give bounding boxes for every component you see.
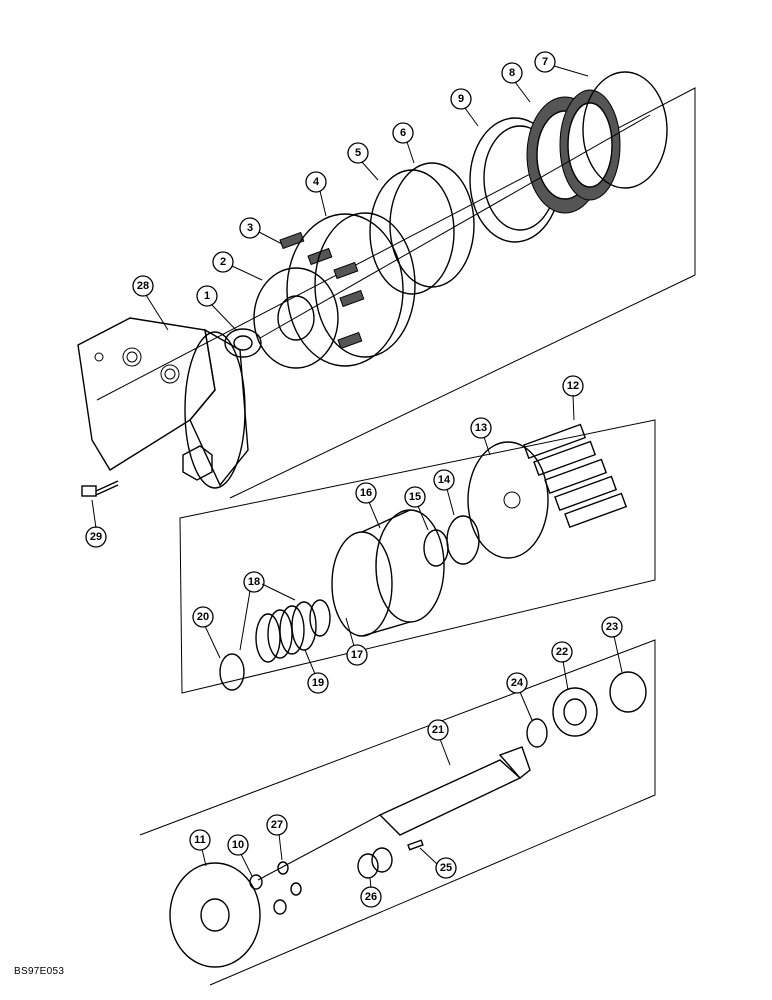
callout-7: 7 — [534, 51, 556, 73]
callout-label: 16 — [360, 487, 372, 499]
callout-23: 23 — [601, 616, 623, 638]
callout-2: 2 — [212, 251, 234, 273]
retainer-plate — [467, 441, 549, 559]
callout-26: 26 — [360, 886, 382, 908]
callout-label: 5 — [355, 147, 361, 159]
callout-20: 20 — [192, 606, 214, 628]
oil-seal — [609, 671, 647, 713]
callout-label: 21 — [432, 724, 444, 736]
callout-label: 26 — [365, 891, 377, 903]
callout-label: 18 — [248, 576, 260, 588]
separator-plate — [582, 71, 668, 189]
callout-label: 12 — [567, 380, 579, 392]
group-outline-lower — [139, 639, 656, 986]
callout-18: 18 — [243, 571, 265, 593]
callout-label: 11 — [194, 834, 206, 846]
callout-label: 3 — [247, 222, 253, 234]
bearing-small — [224, 328, 262, 358]
callout-19: 19 — [307, 672, 329, 694]
callout-label: 13 — [475, 422, 487, 434]
callout-label: 6 — [400, 127, 406, 139]
callout-label: 25 — [440, 862, 452, 874]
callout-label: 7 — [542, 56, 548, 68]
callout-8: 8 — [501, 62, 523, 84]
studs — [279, 231, 365, 350]
callout-label: 10 — [232, 839, 244, 851]
valve-plate — [253, 267, 339, 369]
group-outline-middle — [179, 419, 656, 694]
callout-24: 24 — [506, 672, 528, 694]
shim-24 — [526, 718, 548, 748]
leader-lines — [91, 65, 623, 889]
callout-22: 22 — [551, 641, 573, 663]
pin-27 — [273, 861, 302, 915]
centerline-lower — [257, 814, 381, 881]
callout-label: 27 — [271, 819, 283, 831]
spring — [255, 601, 317, 663]
o-ring-6 — [389, 162, 475, 288]
group-outline-upper — [96, 87, 696, 499]
callout-4: 4 — [305, 171, 327, 193]
drive-shaft — [378, 746, 531, 836]
callout-label: 8 — [509, 67, 515, 79]
figure-reference-code: BS97E053 — [14, 966, 65, 977]
callout-28: 28 — [132, 275, 154, 297]
callout-3: 3 — [239, 217, 261, 239]
callout-9: 9 — [450, 88, 472, 110]
callout-14: 14 — [433, 469, 455, 491]
pin-10 — [249, 874, 263, 890]
callout-25: 25 — [435, 857, 457, 879]
callout-11: 11 — [189, 829, 211, 851]
callout-label: 23 — [606, 621, 618, 633]
callout-1: 1 — [196, 285, 218, 307]
callout-label: 15 — [409, 491, 421, 503]
cap-screw — [81, 480, 119, 497]
centerline-upper — [259, 114, 651, 339]
callout-label: 9 — [458, 93, 464, 105]
callout-label: 28 — [137, 280, 149, 292]
callout-15: 15 — [404, 486, 426, 508]
callout-6: 6 — [392, 122, 414, 144]
end-cover — [169, 862, 261, 968]
pistons — [523, 423, 628, 529]
callout-label: 29 — [90, 531, 102, 543]
callout-label: 22 — [556, 646, 568, 658]
callout-13: 13 — [470, 417, 492, 439]
plug — [357, 847, 393, 879]
snap-ring — [219, 599, 331, 691]
callout-12: 12 — [562, 375, 584, 397]
brake-housing — [286, 212, 416, 367]
callout-16: 16 — [355, 482, 377, 504]
cylinder-block — [331, 509, 445, 637]
callout-27: 27 — [266, 814, 288, 836]
callout-10: 10 — [227, 834, 249, 856]
callout-21: 21 — [427, 719, 449, 741]
callout-label: 1 — [204, 290, 210, 302]
motor-housing — [77, 317, 249, 489]
callout-label: 24 — [511, 677, 524, 689]
callout-29: 29 — [85, 526, 107, 548]
callout-label: 17 — [351, 649, 363, 661]
callout-17: 17 — [346, 644, 368, 666]
spherical-bushing — [446, 515, 480, 565]
callout-label: 19 — [312, 677, 324, 689]
callout-label: 2 — [220, 256, 226, 268]
set-screw — [407, 839, 424, 851]
bearing-large — [552, 687, 598, 737]
callout-label: 20 — [197, 611, 209, 623]
callout-label: 4 — [313, 176, 320, 188]
friction-discs — [526, 89, 621, 214]
callout-5: 5 — [347, 142, 369, 164]
callout-label: 14 — [438, 474, 451, 486]
